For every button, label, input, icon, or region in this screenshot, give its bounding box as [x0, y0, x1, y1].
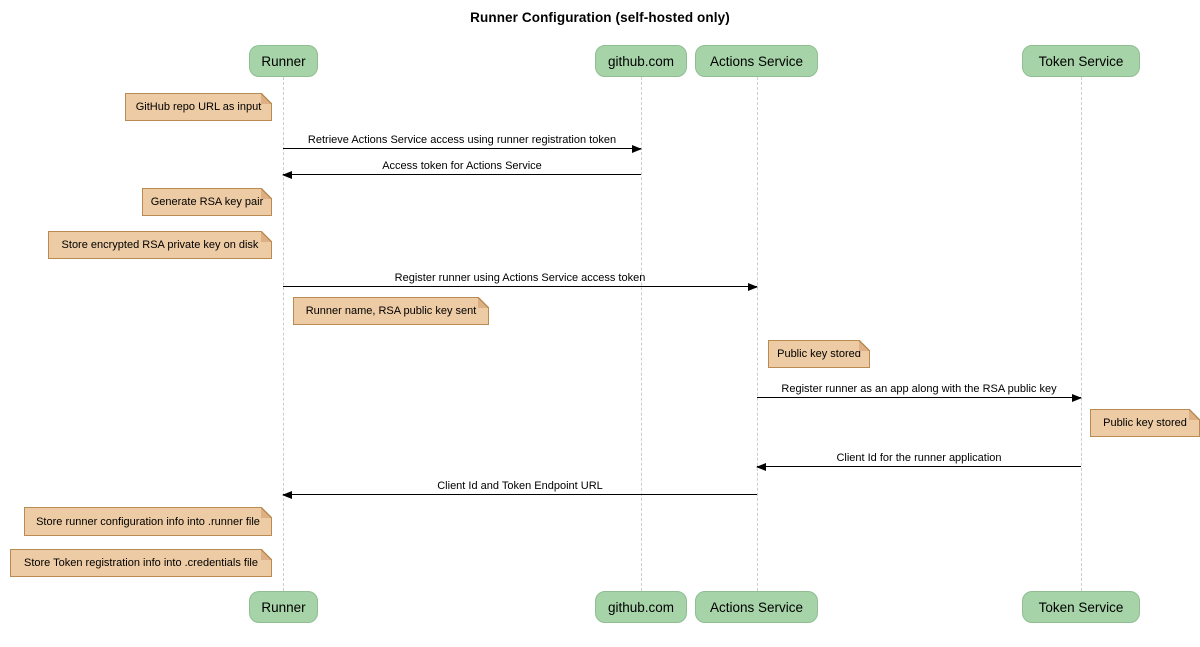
participant-runner-top: Runner	[249, 45, 318, 77]
message-access-token: Access token for Actions Service	[282, 160, 641, 179]
arrowhead-right-icon	[632, 144, 642, 153]
arrowhead-right-icon	[1072, 393, 1082, 402]
note-public-key-stored-token: Public key stored	[1090, 409, 1200, 437]
note-store-token-registration: Store Token registration info into .cred…	[10, 549, 272, 577]
arrowhead-left-icon	[756, 462, 766, 471]
message-retrieve-actions-access: Retrieve Actions Service access using ru…	[283, 134, 642, 153]
arrowhead-right-icon	[748, 282, 758, 291]
message-client-id: Client Id for the runner application	[756, 452, 1081, 471]
message-label: Client Id for the runner application	[836, 452, 1002, 464]
participant-github-com-top: github.com	[595, 45, 687, 77]
note-store-runner-config: Store runner configuration info into .ru…	[24, 507, 272, 536]
participant-github-com-bottom: github.com	[595, 591, 687, 623]
participant-token-service-top: Token Service	[1022, 45, 1140, 77]
note-public-key-stored-actions: Public key stored	[768, 340, 870, 368]
message-label: Client Id and Token Endpoint URL	[437, 480, 603, 492]
lifeline-actions-service	[757, 77, 758, 591]
note-generate-rsa-key-pair: Generate RSA key pair	[142, 188, 272, 216]
message-label: Retrieve Actions Service access using ru…	[307, 134, 617, 146]
message-register-runner: Register runner using Actions Service ac…	[283, 272, 758, 291]
lifeline-token-service	[1081, 77, 1082, 591]
arrowhead-left-icon	[282, 490, 292, 499]
lifeline-runner	[283, 77, 284, 591]
note-store-encrypted-rsa-key: Store encrypted RSA private key on disk	[48, 231, 272, 259]
participant-actions-service-bottom: Actions Service	[695, 591, 818, 623]
lifeline-github-com	[641, 77, 642, 591]
diagram-title: Runner Configuration (self-hosted only)	[470, 10, 730, 25]
message-label: Access token for Actions Service	[382, 160, 542, 172]
participant-runner-bottom: Runner	[249, 591, 318, 623]
message-register-runner-app: Register runner as an app along with the…	[757, 383, 1082, 402]
note-github-repo-url: GitHub repo URL as input	[125, 93, 272, 121]
arrowhead-left-icon	[282, 170, 292, 179]
message-label: Register runner using Actions Service ac…	[394, 272, 646, 284]
message-client-id-endpoint: Client Id and Token Endpoint URL	[282, 480, 757, 499]
note-runner-name-rsa-sent: Runner name, RSA public key sent	[293, 297, 489, 325]
message-label: Register runner as an app along with the…	[781, 383, 1057, 395]
participant-actions-service-top: Actions Service	[695, 45, 818, 77]
participant-token-service-bottom: Token Service	[1022, 591, 1140, 623]
